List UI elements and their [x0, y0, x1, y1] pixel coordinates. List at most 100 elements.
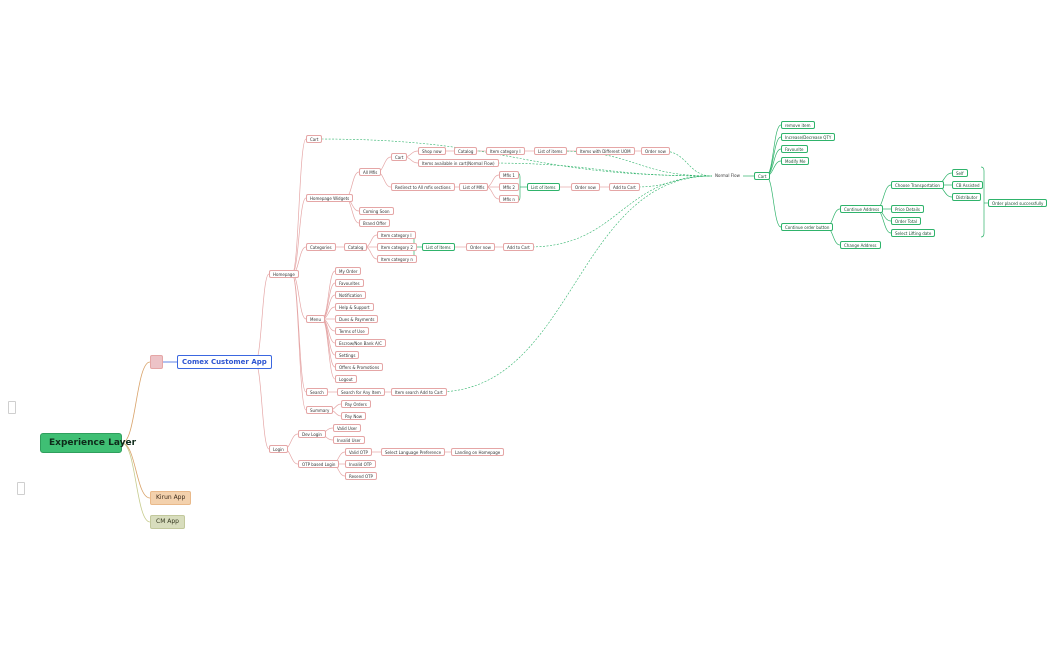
menu-item-node[interactable]: Dues & Payments	[335, 315, 379, 323]
branch-link	[291, 273, 307, 411]
catalog-node[interactable]: Catalog	[344, 243, 368, 251]
branch-link	[765, 175, 782, 228]
menu-item-node[interactable]: Settings	[335, 351, 360, 359]
items-available-node[interactable]: Items available in cart(Normal Flow)	[418, 159, 499, 167]
dashed-link	[634, 175, 713, 188]
brand-offer-node[interactable]: Brand Offer	[359, 219, 391, 227]
all-mfis-node[interactable]: All Mfis	[359, 168, 382, 176]
empty-node[interactable]	[150, 355, 163, 369]
branch-link	[121, 442, 151, 523]
modify-node[interactable]: Modify Me	[781, 157, 810, 165]
branch-link	[254, 361, 270, 450]
choose-transport-node[interactable]: Choose Transportation	[891, 181, 944, 189]
list-of-items-node[interactable]: List of items	[527, 183, 560, 191]
list-of-mfis-node[interactable]: List of Mfis	[459, 183, 489, 191]
cart-sub-node[interactable]: Cart	[391, 153, 408, 161]
self-node[interactable]: Self	[952, 169, 968, 177]
menu-item-node[interactable]: My Order	[335, 267, 362, 275]
catalog-node[interactable]: Catalog	[454, 147, 478, 155]
homepage-node[interactable]: Homepage	[269, 270, 299, 278]
valid-otp-node[interactable]: Valid OTP	[345, 448, 372, 456]
item-category-2-node[interactable]: Item category 2	[377, 243, 417, 251]
dashed-link	[662, 150, 713, 177]
cart-main-node[interactable]: Cart	[754, 172, 771, 180]
dashed-link	[317, 138, 713, 177]
root-node[interactable]: Experience Layer	[40, 433, 136, 453]
homepage-widgets-node[interactable]: Homepage Widgets	[306, 194, 354, 202]
branch-link	[291, 138, 307, 275]
continue-address-node[interactable]: Continue Address	[840, 205, 884, 213]
add-to-cart-node[interactable]: Add to Cart	[609, 183, 640, 191]
collapsed-node-marker[interactable]	[8, 401, 16, 414]
branch-link	[765, 136, 782, 177]
order-now-node[interactable]: Order now	[571, 183, 600, 191]
increase-decrease-node[interactable]: Increase/Decrease QTY	[781, 133, 836, 141]
otp-login-node[interactable]: OTP based Login	[298, 460, 340, 468]
branch-link	[321, 318, 336, 368]
summary-node[interactable]: Summary	[306, 406, 334, 414]
resend-otp-node[interactable]: Resend OTP	[345, 472, 377, 480]
summary-bracket	[980, 166, 985, 238]
list-of-items-node[interactable]: List of items	[534, 147, 567, 155]
mfis-n-node[interactable]: MfIs n	[499, 195, 519, 203]
mfis-1-node[interactable]: MfIs 1	[499, 171, 519, 179]
item-category-node[interactable]: Item category I	[486, 147, 525, 155]
list-of-items-node[interactable]: List of Items	[422, 243, 455, 251]
valid-user-node[interactable]: Valid User	[333, 424, 362, 432]
order-now-node[interactable]: Order now	[641, 147, 670, 155]
collapsed-node-marker[interactable]	[17, 482, 25, 495]
shop-now-node[interactable]: Shop now	[418, 147, 446, 155]
price-details-node[interactable]: Price Details	[891, 205, 924, 213]
invalid-user-node[interactable]: Invalid User	[333, 436, 365, 444]
menu-item-node[interactable]: Offers & Promotions	[335, 363, 384, 371]
change-address-node[interactable]: Change Address	[840, 241, 881, 249]
select-lifting-node[interactable]: Select Lifting date	[891, 229, 936, 237]
pay-now-node[interactable]: Pay Now	[341, 412, 367, 420]
dev-login-node[interactable]: Dev Login	[298, 430, 326, 438]
favourite-node[interactable]: Favourite	[781, 145, 808, 153]
mfis-2-node[interactable]: MfIs 2	[499, 183, 519, 191]
cm-app-node[interactable]: CM App	[150, 515, 185, 529]
menu-item-node[interactable]: Notification	[335, 291, 366, 299]
redirect-mfis-node[interactable]: Redirect to All mfis sections	[391, 183, 455, 191]
kirun-app-node[interactable]: Kirun App	[150, 491, 192, 505]
branch-link	[291, 273, 307, 393]
item-category-1-node[interactable]: Item category I	[377, 231, 416, 239]
menu-node[interactable]: Menu	[306, 315, 325, 323]
remove-item-node[interactable]: remove item	[781, 121, 815, 129]
cb-assisted-node[interactable]: CB Assisted	[952, 181, 984, 189]
dashed-link	[436, 175, 713, 393]
search-any-item-node[interactable]: Search for Any Item	[337, 388, 385, 396]
categories-node[interactable]: Categories	[306, 243, 336, 251]
branch-link	[321, 270, 336, 320]
order-placed-node[interactable]: Order placed successfully	[988, 199, 1048, 207]
distributor-node[interactable]: Distributor	[952, 193, 982, 201]
item-search-add-node[interactable]: Item search Add to Cart	[391, 388, 447, 396]
item-category-n-node[interactable]: Item category n	[377, 255, 417, 263]
search-node[interactable]: Search	[306, 388, 328, 396]
order-now-node[interactable]: Order now	[466, 243, 495, 251]
branch-link	[254, 273, 270, 363]
branch-link	[121, 361, 151, 444]
select-language-node[interactable]: Select Language Preference	[381, 448, 446, 456]
pay-orders-node[interactable]: Pay Orders	[341, 400, 371, 408]
cart-node[interactable]: Cart	[306, 135, 323, 143]
menu-item-node[interactable]: Logout	[335, 375, 357, 383]
coming-soon-node[interactable]: Coming Soon	[359, 207, 394, 215]
menu-item-node[interactable]: Favourites	[335, 279, 364, 287]
menu-item-node[interactable]: Escrow/Non Bank A/C	[335, 339, 386, 347]
menu-item-node[interactable]: Terms of Use	[335, 327, 369, 335]
dashed-link	[486, 162, 713, 177]
normal-flow-node[interactable]: Normal Flow	[712, 172, 743, 180]
items-different-uom-node[interactable]: Items with Different UOM	[576, 147, 635, 155]
add-to-cart-node[interactable]: Add to Cart	[503, 243, 534, 251]
landing-homepage-node[interactable]: Landing on Homepage	[451, 448, 505, 456]
comex-app-node[interactable]: Comex Customer App	[177, 355, 272, 369]
menu-item-node[interactable]: Help & Support	[335, 303, 374, 311]
invalid-otp-node[interactable]: Invalid OTP	[345, 460, 376, 468]
continue-order-node[interactable]: Continue order button	[781, 223, 834, 231]
login-node[interactable]: Login	[269, 445, 288, 453]
order-total-node[interactable]: Order Total	[891, 217, 921, 225]
